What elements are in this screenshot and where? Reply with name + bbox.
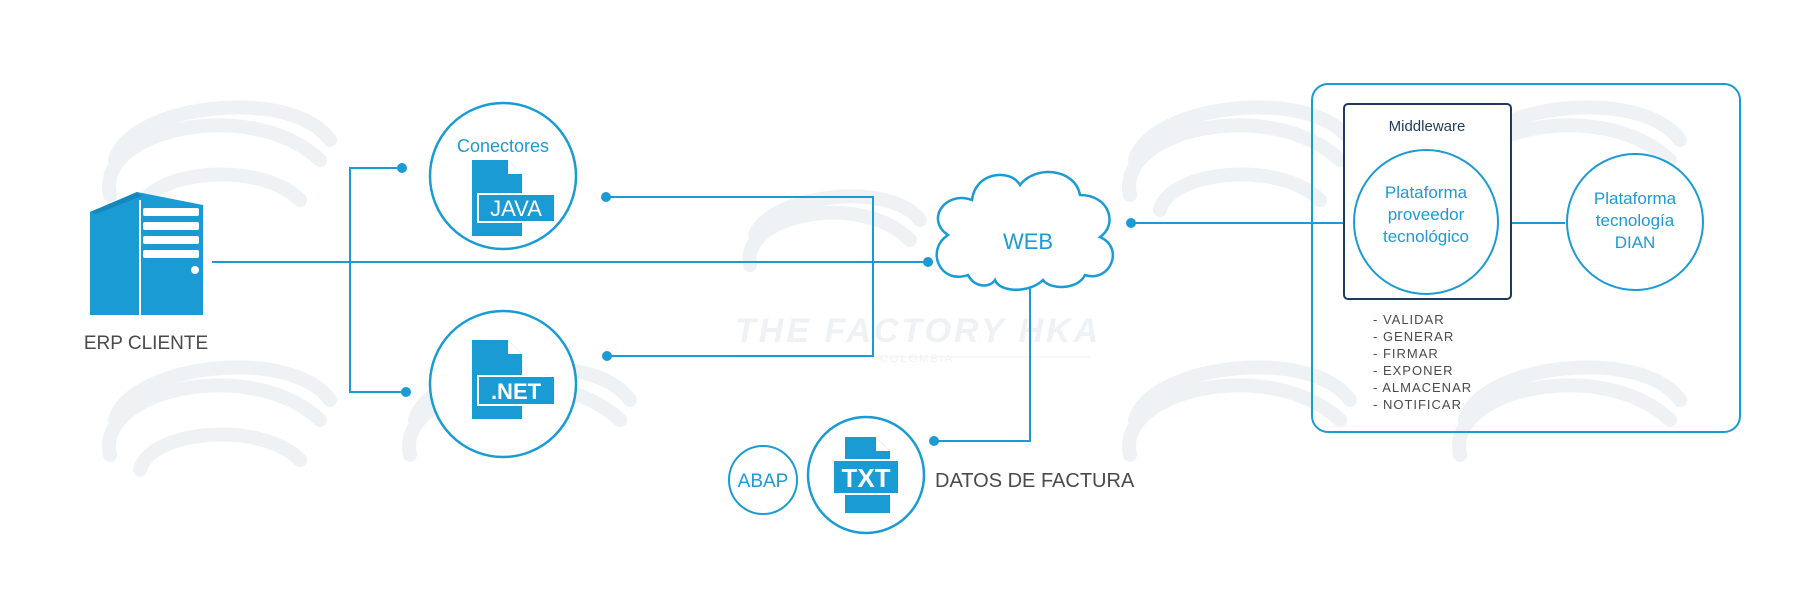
server-icon xyxy=(90,192,203,315)
connection-dot xyxy=(397,163,407,173)
abap-label: ABAP xyxy=(738,471,789,492)
action-item: - FIRMAR xyxy=(1373,346,1439,361)
java-badge-text: JAVA xyxy=(490,196,542,221)
connection-dot xyxy=(602,351,612,361)
dotnet-connector: .NET xyxy=(428,309,578,459)
watermark-subtitle: COLOMBIA xyxy=(880,353,954,365)
dian-label: Plataforma tecnología DIAN xyxy=(1594,189,1677,252)
middleware-box: Middleware Plataforma proveedor tecnológ… xyxy=(1343,103,1512,300)
watermark-swirl xyxy=(742,189,927,272)
txt-label: DATOS DE FACTURA xyxy=(935,470,1135,492)
actions-list: - VALIDAR - GENERAR - FIRMAR - EXPONER -… xyxy=(1373,312,1472,412)
erp-server: ERP CLIENTE xyxy=(84,192,208,354)
watermark-text: THE FACTORY HKA COLOMBIA xyxy=(735,312,1101,365)
watermark-swirl xyxy=(1452,360,1687,462)
dian-platform: Plataforma tecnología DIAN xyxy=(1566,153,1704,291)
txt-node: TXT DATOS DE FACTURA xyxy=(806,415,1135,535)
provider-label-line: proveedor xyxy=(1388,205,1465,224)
erp-label: ERP CLIENTE xyxy=(84,333,208,354)
watermark-swirl xyxy=(1122,100,1357,217)
dotnet-badge-text: .NET xyxy=(491,379,542,404)
connection-dot xyxy=(601,192,611,202)
txt-badge-text: TXT xyxy=(841,463,890,493)
dian-label-line: DIAN xyxy=(1615,233,1656,252)
action-item: - VALIDAR xyxy=(1373,312,1445,327)
connection-dot xyxy=(401,387,411,397)
abap-node: ABAP xyxy=(728,445,798,515)
java-connector: Conectores JAVA xyxy=(428,101,578,251)
connection-dot xyxy=(923,257,933,267)
abap-circle xyxy=(728,445,798,515)
platform-frame xyxy=(1311,83,1741,433)
action-item: - GENERAR xyxy=(1373,329,1454,344)
watermark-title: THE FACTORY HKA xyxy=(735,312,1101,350)
action-item: - ALMACENAR xyxy=(1373,380,1472,395)
java-connector-title: Conectores xyxy=(457,136,549,156)
cloud-node: WEB xyxy=(935,170,1114,291)
erp-bracket-line xyxy=(349,167,406,393)
action-item: - NOTIFICAR xyxy=(1373,397,1462,412)
provider-label-line: Plataforma xyxy=(1385,183,1468,202)
dian-circle xyxy=(1566,153,1704,291)
provider-label-line: tecnológico xyxy=(1383,227,1469,246)
cloud-to-txt-line xyxy=(934,275,1031,442)
cloud-icon xyxy=(935,170,1114,291)
action-item: - EXPONER xyxy=(1373,363,1454,378)
connection-dot xyxy=(929,436,939,446)
dian-label-line: tecnología xyxy=(1596,211,1675,230)
watermark-swirl xyxy=(1122,360,1357,462)
dian-label-line: Plataforma xyxy=(1594,189,1677,208)
connectors-to-cloud-line xyxy=(606,196,874,357)
middleware-title: Middleware xyxy=(1389,118,1466,135)
cloud-label: WEB xyxy=(1003,229,1053,254)
watermark-swirl xyxy=(102,360,337,477)
connection-dot xyxy=(1126,218,1136,228)
dotnet-file-icon: .NET xyxy=(472,340,556,419)
provider-circle xyxy=(1353,149,1499,295)
java-file-icon: JAVA xyxy=(472,160,556,236)
provider-label: Plataforma proveedor tecnológico xyxy=(1383,183,1469,246)
txt-file-icon: TXT xyxy=(832,437,900,513)
connection-lines xyxy=(212,167,1565,442)
